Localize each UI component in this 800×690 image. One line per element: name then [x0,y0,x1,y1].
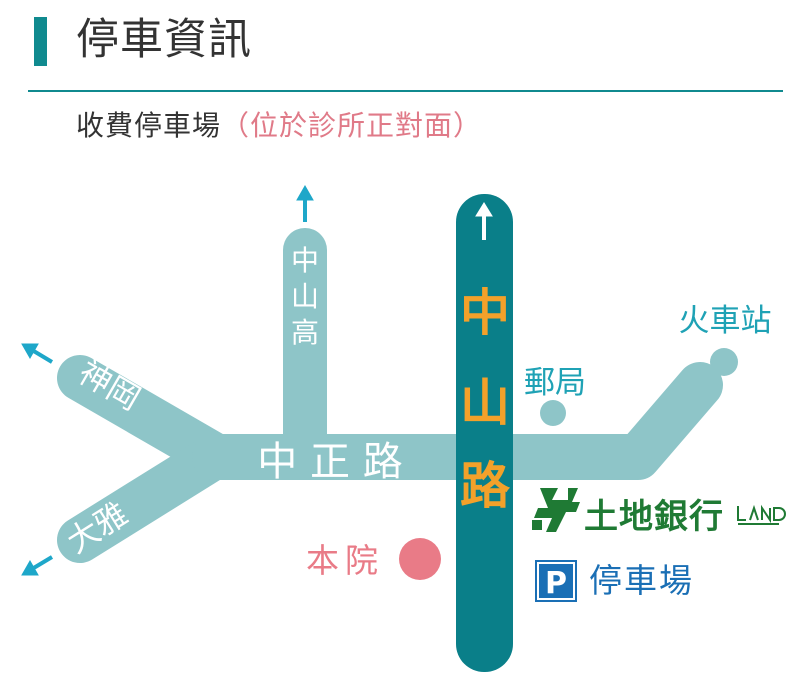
arrow-daya-icon [21,555,54,576]
train-station-marker [710,348,738,376]
label-clinic: 本院 [306,541,384,580]
direction-arrows [21,184,493,576]
post-office-marker [540,400,566,426]
road-zhongshan [456,194,513,672]
label-parking: 停車場 [589,561,694,600]
land-bank-logo: 土地銀行 [532,488,786,537]
page-title: 停車資訊 [76,15,252,65]
label-zhongzheng: 中 正 路 [257,439,402,485]
label-zhongshan-high: 中 山 高 [291,244,319,349]
subtitle: 收費停車場（位於診所正對面） [76,106,482,146]
road-daya [57,433,238,563]
label-zhongshan-char: 山 [460,374,510,432]
label-zhongshan-high-char: 高 [291,316,319,349]
label-train-station: 火車站 [679,303,772,339]
header-divider [28,90,783,92]
arrow-shengang-icon [21,343,54,364]
clinic-marker [399,538,441,580]
label-post-office: 郵局 [524,365,586,401]
parking-symbol: P [545,566,567,601]
label-zhongshan-char: 路 [460,457,511,515]
label-zhongshan-high-char: 山 [291,280,319,313]
land-bank-mark-icon [737,504,786,525]
label-zhongshan-high-char: 中 [291,244,319,277]
arrow-up-main-icon [475,202,493,240]
label-zhongshan-char: 中 [460,284,510,342]
label-zhongshan: 中 山 路 [460,284,511,515]
subtitle-main: 收費停車場 [76,109,222,142]
subtitle-note: （位於診所正對面） [221,109,483,142]
label-land-bank: 土地銀行 [584,497,724,537]
land-bank-emblem-icon [532,488,580,532]
minor-roads [57,228,723,563]
header-accent-bar [34,17,47,66]
road-zhongzheng [192,362,723,480]
parking-sign-icon: P [535,560,577,602]
arrow-up-highway-icon [296,184,314,222]
